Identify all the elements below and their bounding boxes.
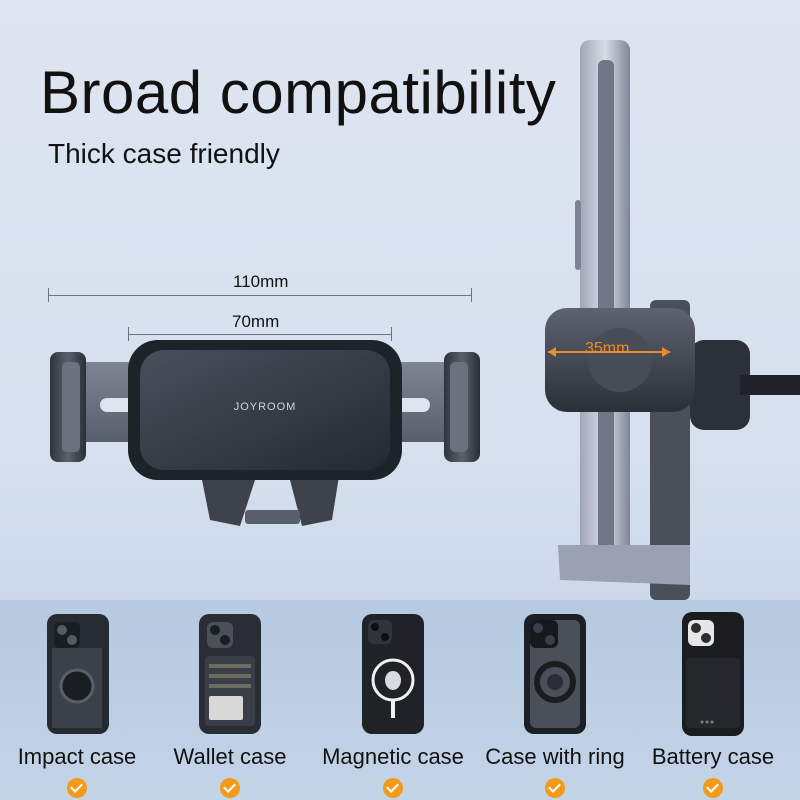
page-subtitle: Thick case friendly — [48, 138, 280, 169]
ring-case-icon — [524, 614, 586, 734]
holder-front-view: JOYROOM — [50, 340, 480, 526]
holder-side-view — [545, 40, 800, 600]
check-icon — [220, 778, 240, 798]
case-item-impact: Impact case — [2, 608, 152, 798]
case-item-battery: Battery case — [638, 608, 788, 798]
dimension-35mm-label: 35mm — [585, 340, 630, 357]
dimension-70mm-tick-left — [128, 327, 129, 341]
check-icon — [67, 778, 87, 798]
dimension-70mm-label: 70mm — [232, 312, 280, 331]
case-label-wallet: Wallet case — [173, 744, 287, 769]
dimension-110mm-label: 110mm — [233, 272, 289, 291]
impact-case-icon — [47, 614, 109, 734]
case-item-wallet: Wallet case — [155, 608, 305, 798]
page-title: Broad compatibility — [40, 59, 557, 126]
case-label-battery: Battery case — [651, 744, 775, 769]
dimension-110mm-line — [48, 295, 472, 296]
case-label-magnetic: Magnetic case — [322, 744, 464, 769]
brand-logo: JOYROOM — [234, 401, 297, 413]
dimension-70mm-line — [128, 334, 392, 335]
case-label-ring: Case with ring — [485, 744, 625, 769]
check-icon — [703, 778, 723, 798]
dimension-70mm-tick-right — [391, 327, 392, 341]
dimension-110mm-tick-left — [48, 288, 49, 302]
case-item-magnetic: Magnetic case — [318, 608, 468, 798]
case-label-impact: Impact case — [17, 744, 137, 769]
magnetic-case-icon — [362, 614, 424, 734]
wallet-case-icon — [199, 614, 261, 734]
case-item-ring: Case with ring — [480, 608, 630, 798]
battery-case-icon — [682, 612, 744, 736]
check-icon — [545, 778, 565, 798]
check-icon — [383, 778, 403, 798]
dimension-110mm-tick-right — [471, 288, 472, 302]
